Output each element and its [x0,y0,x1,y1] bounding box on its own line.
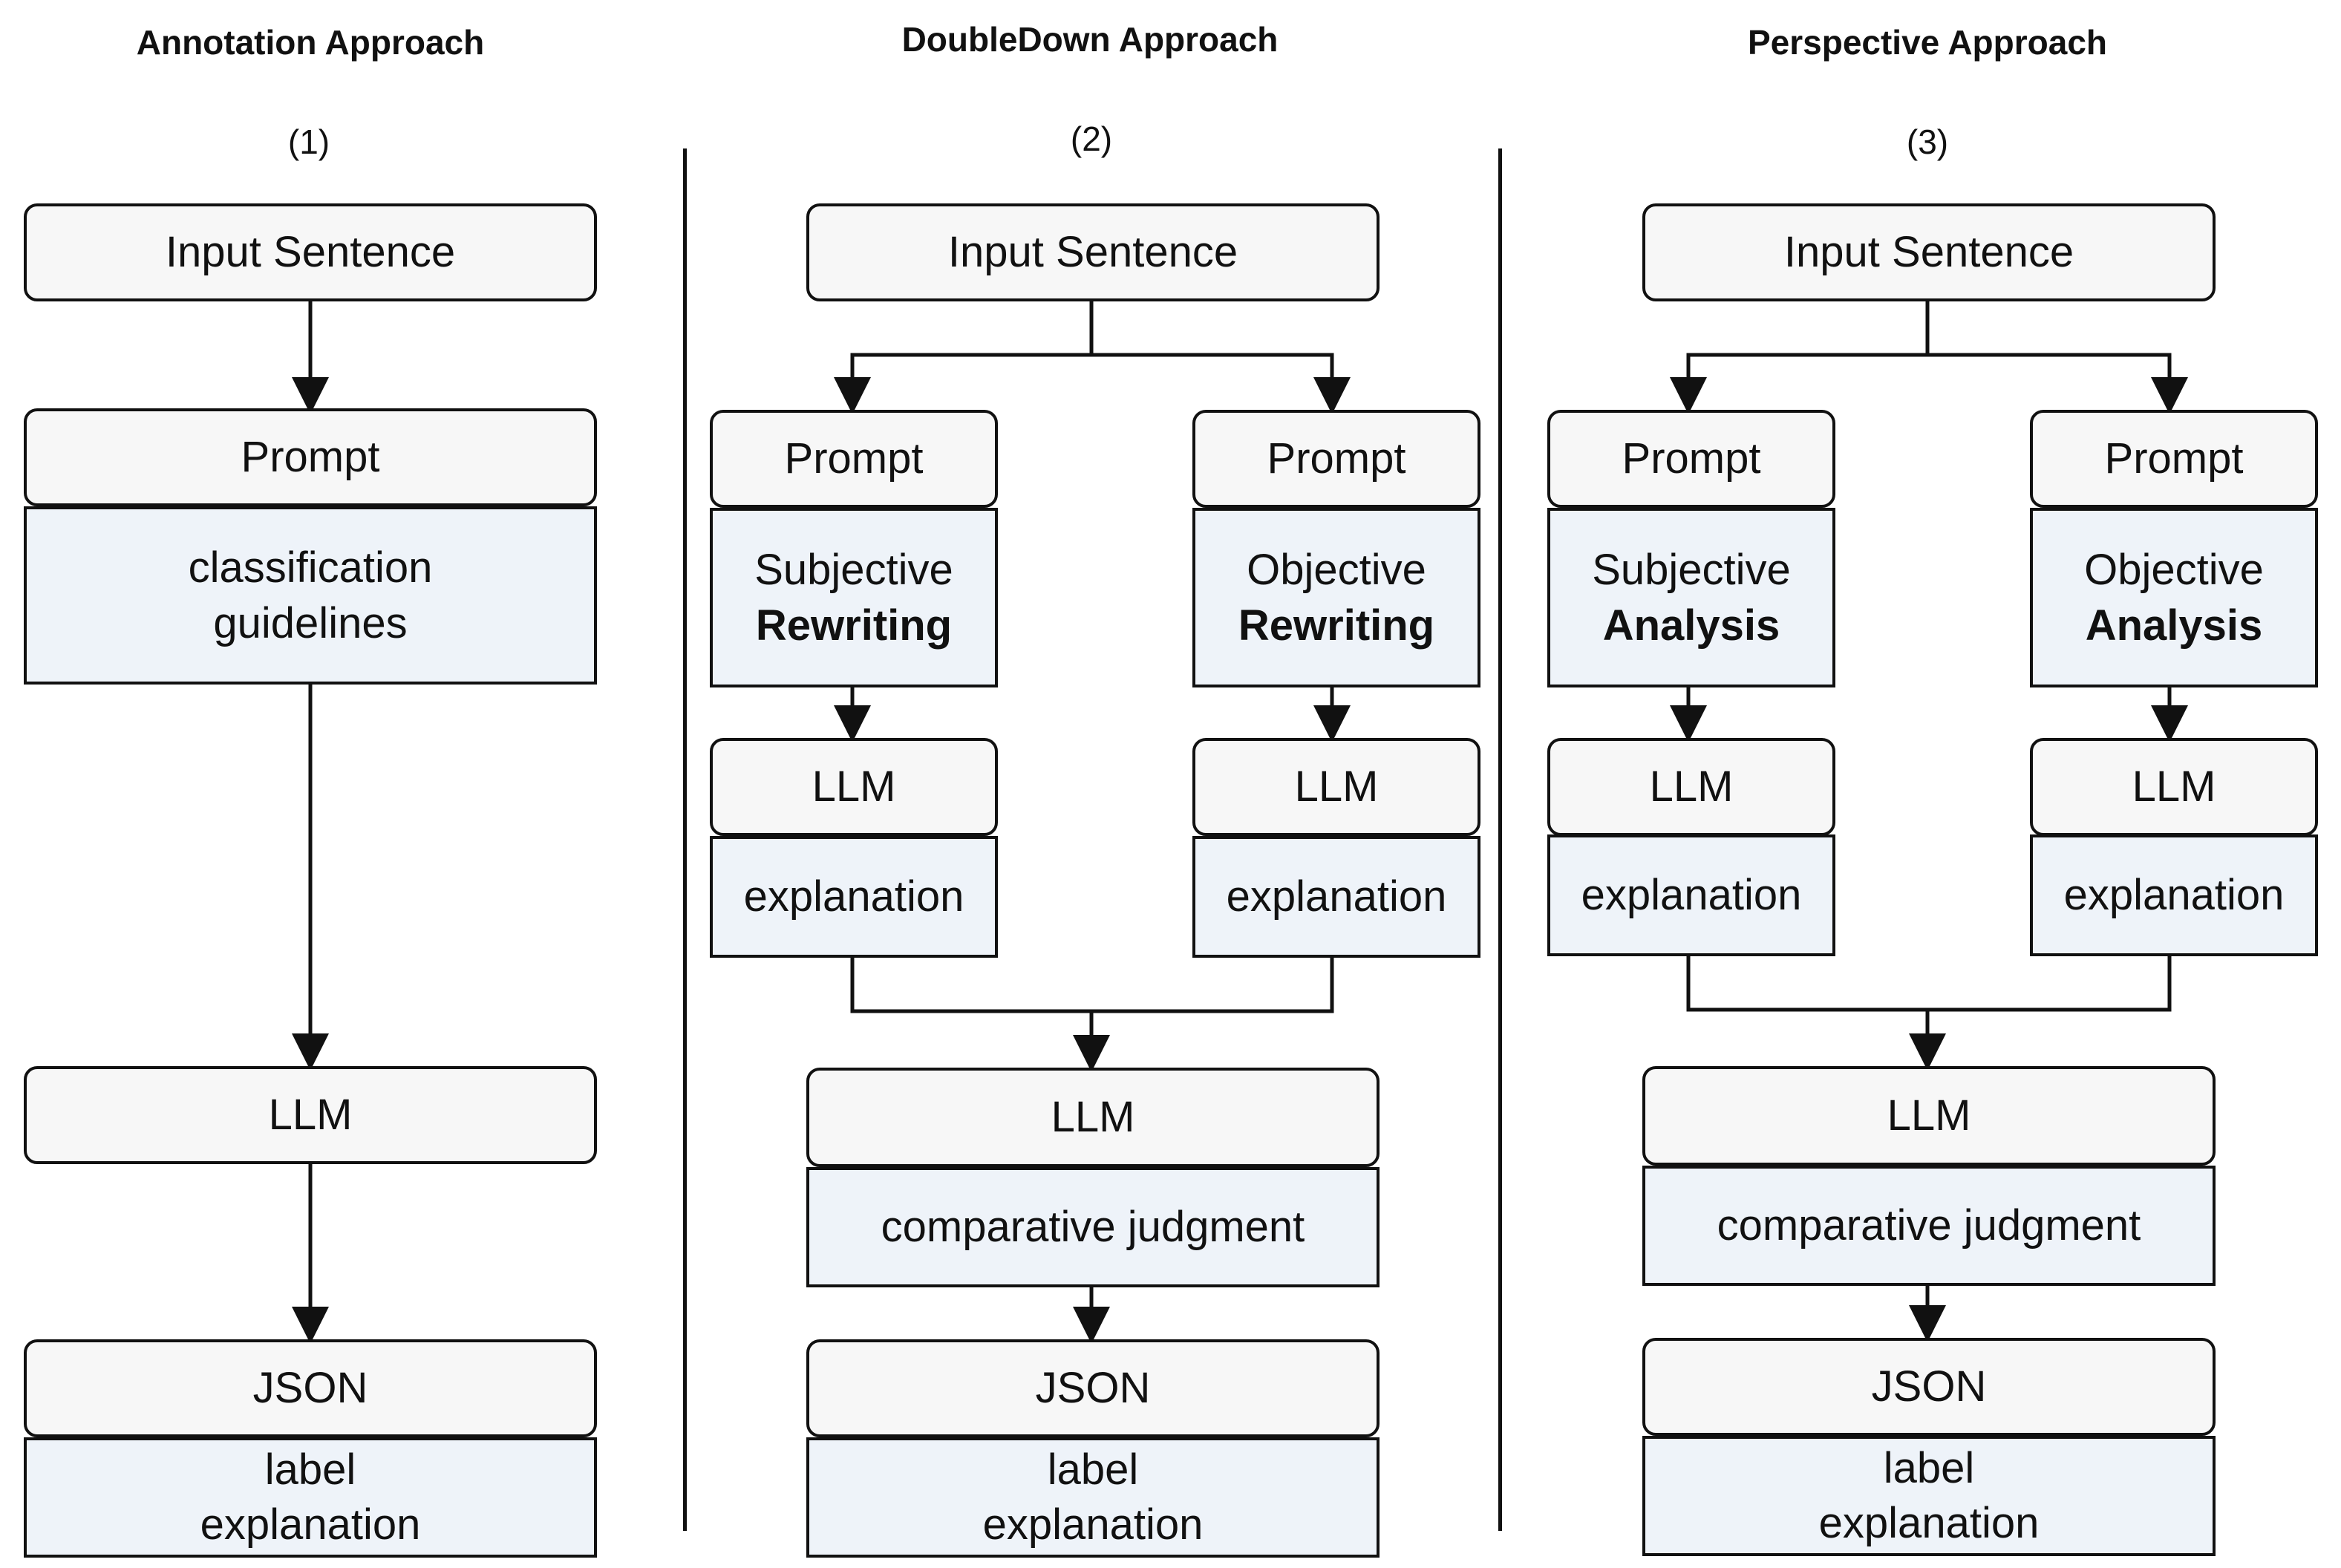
split-line-3 [1670,301,1930,414]
input-sentence-box-1: Input Sentence [24,203,597,301]
objective-line-3: Objective [2084,545,2264,594]
json-body-2-line-1: label [1047,1445,1139,1494]
comparative-judgment-label-3: comparative judgment [1717,1201,2141,1250]
split-line-2 [834,301,1094,414]
explanation-label-3-left: explanation [1581,871,1802,920]
prompt-label-3-left: Prompt [1622,434,1761,483]
prompt-body-1: classification guidelines [24,506,597,685]
column-divider-2 [1498,148,1502,1531]
json-body-3: label explanation [1642,1436,2216,1556]
input-sentence-label-3: Input Sentence [1783,228,2074,277]
column-number-2: (2) [1070,120,1113,158]
json-header-3: JSON [1642,1338,2216,1436]
explanation-box-3-left: explanation [1547,834,1835,956]
merge-line-2 [850,956,1334,1013]
prompt-header-3-right: Prompt [2030,410,2318,508]
explanation-box-3-right: explanation [2030,834,2318,956]
json-label-3: JSON [1871,1362,1987,1411]
explanation-label-3-right: explanation [2063,871,2285,920]
objective-rewriting-box: Objective Rewriting [1192,508,1480,687]
llm-box-3-right: LLM [2030,738,2318,836]
explanation-box-2-right: explanation [1192,836,1480,958]
llm-box-3-left: LLM [1547,738,1835,836]
input-sentence-box-2: Input Sentence [806,203,1380,301]
input-sentence-label-1: Input Sentence [165,228,456,277]
json-body-3-line-1: label [1883,1443,1975,1492]
column-number-3: (3) [1906,122,1949,161]
json-body-2: label explanation [806,1437,1380,1558]
llm-label-3-left: LLM [1649,762,1734,811]
merge-line-3 [1686,955,2172,1012]
column-title-annotation: Annotation Approach [136,23,485,62]
json-header-1: JSON [24,1339,597,1437]
input-sentence-box-3: Input Sentence [1642,203,2216,301]
llm-label-3: LLM [1887,1091,1971,1140]
objective-line: Objective [1247,545,1426,594]
json-label-1: JSON [252,1364,368,1413]
prompt-body-line-2: guidelines [213,599,408,647]
prompt-header-1: Prompt [24,408,597,506]
comparative-judgment-box-2: comparative judgment [806,1167,1380,1287]
json-label-2: JSON [1035,1364,1151,1413]
json-body-line-1: label [264,1445,356,1494]
llm-label-2-right: LLM [1294,762,1379,811]
json-header-2: JSON [806,1339,1380,1437]
comparative-judgment-box-3: comparative judgment [1642,1166,2216,1286]
prompt-body-line-1: classification [188,543,433,592]
prompt-header-3-left: Prompt [1547,410,1835,508]
column-divider-1 [683,148,687,1531]
rewriting-line-right: Rewriting [1238,601,1435,650]
prompt-label-1: Prompt [241,433,380,482]
column-number-1: (1) [287,122,330,161]
llm-box-2-right: LLM [1192,738,1480,836]
json-body-2-line-2: explanation [982,1500,1204,1549]
prompt-label-2-left: Prompt [784,434,924,483]
explanation-label-2-right: explanation [1226,872,1447,921]
prompt-header-2-left: Prompt [710,410,998,508]
explanation-box-2-left: explanation [710,836,998,958]
llm-label-1: LLM [268,1091,353,1140]
prompt-label-2-right: Prompt [1267,434,1406,483]
input-sentence-label-2: Input Sentence [947,228,1238,277]
json-body-1: label explanation [24,1437,597,1558]
llm-box-2: LLM [806,1068,1380,1167]
objective-analysis-box: Objective Analysis [2030,508,2318,687]
subjective-line: Subjective [754,545,953,594]
json-body-line-2: explanation [200,1500,421,1549]
column-title-perspective: Perspective Approach [1747,23,2108,62]
prompt-header-2-right: Prompt [1192,410,1480,508]
llm-label-3-right: LLM [2132,762,2216,811]
llm-box-1: LLM [24,1066,597,1164]
split-line-2b [1091,353,1351,414]
split-line-3b [1927,353,2188,414]
llm-label-2: LLM [1051,1093,1135,1142]
json-body-3-line-2: explanation [1818,1499,2040,1547]
explanation-label-2-left: explanation [743,872,964,921]
analysis-line-right: Analysis [2085,601,2263,650]
subjective-analysis-box: Subjective Analysis [1547,508,1835,687]
column-title-doubledown: DoubleDown Approach [901,20,1279,59]
prompt-label-3-right: Prompt [2104,434,2244,483]
subjective-rewriting-box: Subjective Rewriting [710,508,998,687]
llm-label-2-left: LLM [812,762,896,811]
subjective-line-3: Subjective [1592,545,1791,594]
rewriting-line-left: Rewriting [755,601,953,650]
llm-box-2-left: LLM [710,738,998,836]
llm-box-3: LLM [1642,1066,2216,1166]
comparative-judgment-label-2: comparative judgment [881,1203,1305,1252]
analysis-line-left: Analysis [1602,601,1780,650]
